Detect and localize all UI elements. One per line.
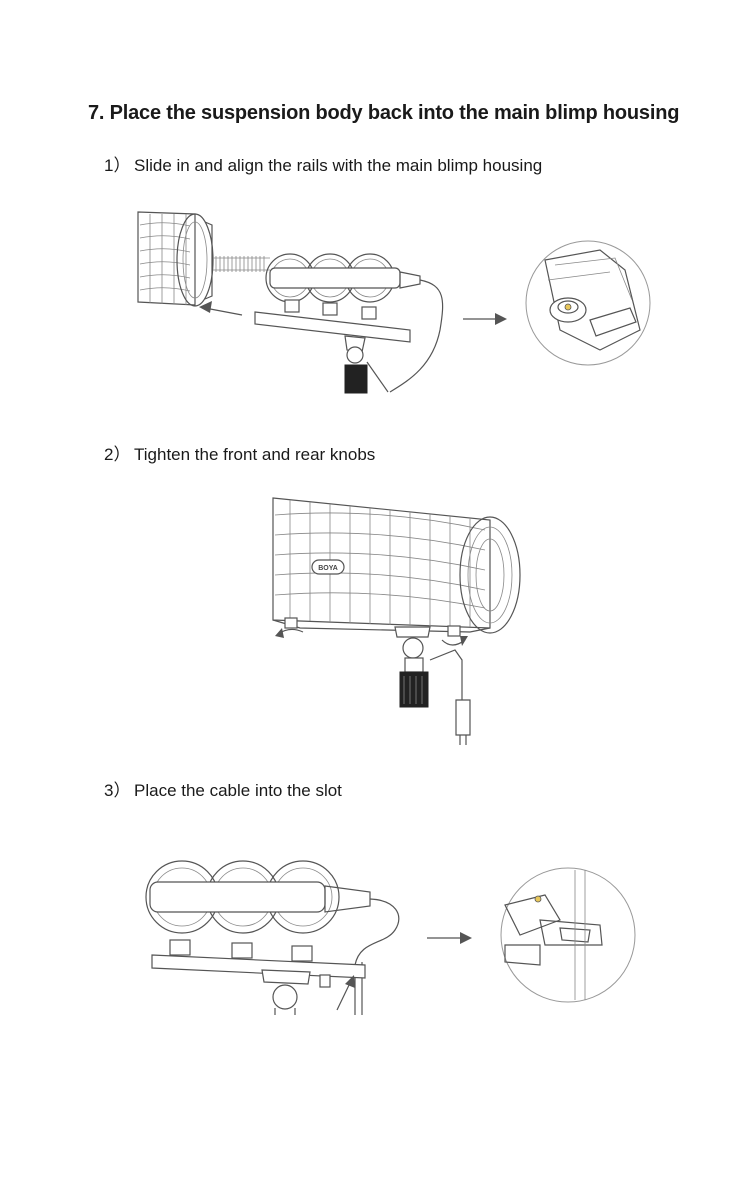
page-title: 7. Place the suspension body back into t… bbox=[88, 102, 680, 124]
step-text: Tighten the front and rear knobs bbox=[134, 445, 376, 464]
detail-circle-cable-slot bbox=[500, 867, 636, 1003]
illustration-cable-slot bbox=[145, 860, 636, 1015]
step-text: Place the cable into the slot bbox=[134, 781, 342, 800]
step-3: 3）Place the cable into the slot bbox=[104, 776, 342, 801]
detail-circle-rail-alignment bbox=[525, 240, 651, 366]
blimp-housing bbox=[137, 211, 214, 307]
illustration-slide-rails bbox=[137, 211, 651, 394]
step-1: 1）Slide in and align the rails with the … bbox=[104, 151, 542, 176]
blimp-housing-full: BOYA bbox=[272, 497, 521, 634]
illustration-tighten-knobs: BOYA bbox=[272, 497, 521, 745]
rail bbox=[254, 299, 411, 394]
rail-bottom bbox=[151, 939, 366, 1015]
step-number: 3） bbox=[104, 781, 131, 800]
front-knob bbox=[275, 617, 304, 638]
step-2: 2）Tighten the front and rear knobs bbox=[104, 440, 375, 465]
shock-mount-assembly bbox=[145, 860, 400, 1015]
brand-logo: BOYA bbox=[318, 565, 338, 572]
shock-mount-rings bbox=[265, 253, 444, 393]
rear-knob bbox=[441, 625, 468, 646]
step-number: 2） bbox=[104, 445, 131, 464]
step-number: 1） bbox=[104, 156, 131, 175]
step-text: Slide in and align the rails with the ma… bbox=[134, 156, 543, 175]
pistol-grip-mount bbox=[394, 626, 471, 745]
